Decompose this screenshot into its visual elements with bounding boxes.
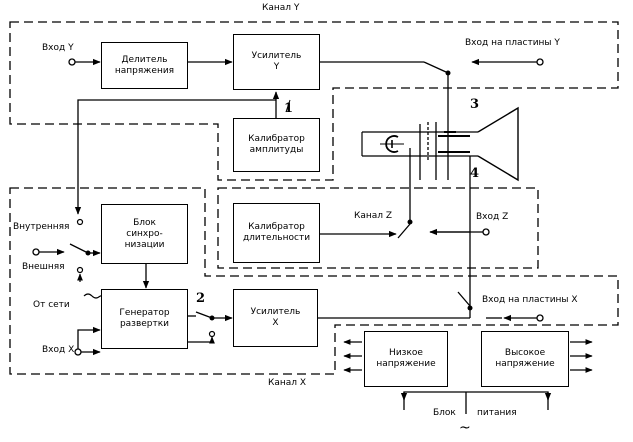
- ac-mains-icon: ~: [459, 420, 471, 436]
- marker-2: 2: [196, 291, 206, 306]
- amplifier-x-block: Усилитель X: [233, 289, 318, 347]
- low-voltage-line-2: напряжение: [376, 359, 436, 369]
- amplifier-x-line-2: X: [272, 318, 279, 328]
- duration-calibrator-block: Калибратор длительности: [233, 203, 320, 263]
- amplifier-y-line-2: Y: [273, 62, 280, 72]
- input-y-label: Вход Y: [42, 43, 74, 53]
- channel-y-boundary: [9, 21, 619, 181]
- internal-label: Внутренняя: [13, 222, 70, 232]
- amplifier-x-line-1: Усилитель: [250, 307, 301, 317]
- voltage-divider-line-1: Делитель: [121, 54, 168, 65]
- input-z-label: Вход Z: [476, 212, 509, 222]
- duration-calibrator-line-2: длительности: [242, 233, 311, 243]
- sync-line-3: низации: [124, 239, 165, 250]
- marker-4: 4: [470, 166, 480, 181]
- plates-x-label: Вход на пластины X: [482, 295, 578, 305]
- power-block-label-1: Блок: [433, 408, 456, 418]
- high-voltage-line-2: напряжение: [495, 359, 555, 369]
- channel-z-label: Канал Z: [354, 211, 393, 221]
- sync-line-2: синхро-: [126, 228, 163, 239]
- sync-line-1: Блок: [133, 217, 156, 228]
- voltage-divider-block: Делитель напряжения: [101, 42, 188, 89]
- sync-block: Блок синхро- низации: [101, 204, 188, 264]
- sweep-generator-block: Генератор развертки: [101, 289, 188, 349]
- power-block-label-2: питания: [477, 408, 517, 418]
- marker-1: 1: [284, 101, 294, 116]
- plates-y-label: Вход на пластины Y: [465, 38, 560, 48]
- sweep-generator-line-1: Генератор: [119, 308, 170, 318]
- high-voltage-line-1: Высокое: [504, 348, 546, 358]
- low-voltage-line-1: Низкое: [389, 348, 423, 358]
- mains-label: От сети: [33, 300, 70, 310]
- marker-3: 3: [470, 97, 480, 112]
- low-voltage-block: Низкое напряжение: [364, 331, 448, 387]
- amplitude-calibrator-line-2: амплитуды: [249, 145, 304, 155]
- channel-x-boundary: [9, 187, 619, 375]
- crt-tube: [361, 106, 519, 182]
- channel-y-label: Канал Y: [262, 3, 300, 13]
- amplitude-calibrator-block: Калибратор амплитуды: [233, 118, 320, 172]
- amplifier-y-block: Усилитель Y: [233, 34, 320, 90]
- sweep-generator-line-2: развертки: [119, 319, 170, 329]
- amplifier-y-line-1: Усилитель: [251, 51, 302, 61]
- external-label: Внешняя: [22, 262, 65, 272]
- input-x-label: Вход X: [42, 345, 75, 355]
- amplitude-calibrator-line-1: Калибратор: [248, 134, 305, 144]
- high-voltage-block: Высокое напряжение: [481, 331, 569, 387]
- channel-z-boundary: [217, 187, 539, 269]
- channel-x-label: Канал X: [268, 378, 307, 388]
- voltage-divider-line-2: напряжения: [114, 65, 175, 76]
- duration-calibrator-line-1: Калибратор: [248, 222, 305, 232]
